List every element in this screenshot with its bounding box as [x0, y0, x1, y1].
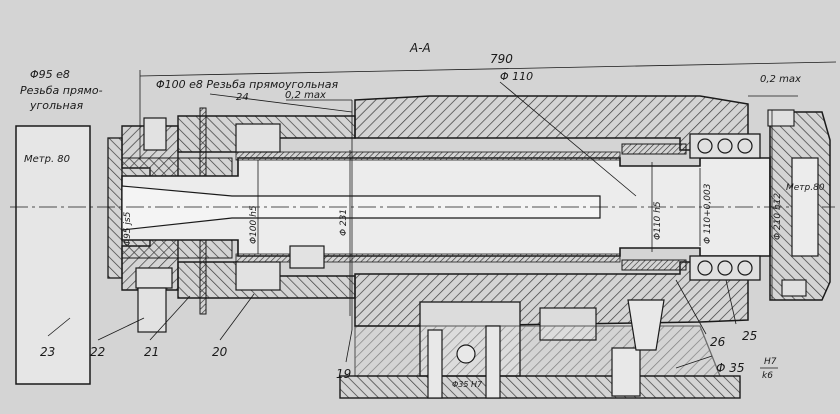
callout-21: 21: [144, 345, 159, 359]
left-annotation-1: Φ95 е8: [30, 68, 70, 81]
section-label: А-А: [409, 41, 431, 55]
dim-phi-110-h5: Φ110 h5: [653, 201, 663, 240]
dim-phi-100: Φ100 h5: [249, 205, 259, 244]
leader-lines: [47, 279, 737, 369]
dimension-lines: [139, 61, 837, 330]
dim-phi-95: Φ95 js5: [123, 211, 133, 246]
phi35-small: Φ35 Н7: [452, 380, 483, 389]
base-bolts: [427, 299, 665, 399]
runout-right: 0,2 max: [760, 74, 801, 85]
rear-bearing-pack: [621, 133, 761, 281]
runout-left: 0,2 max: [285, 90, 326, 101]
callout-25: 25: [742, 329, 757, 343]
phi-110-top: Φ 110: [500, 70, 533, 83]
front-bolts: [135, 117, 325, 333]
left-workpiece-block: [15, 125, 91, 385]
left-annotation-3: угольная: [29, 99, 83, 112]
dim-phi-110-tol: Φ 110+0,003: [703, 183, 713, 244]
dimension-24: 24: [236, 92, 249, 103]
callout-19: 19: [336, 367, 351, 381]
metr-right: Метр.80: [786, 183, 825, 193]
phi35-num: Н7: [764, 357, 777, 367]
callout-26: 26: [710, 335, 726, 349]
metr-left: Метр. 80: [24, 154, 70, 165]
phi35-main: Φ 35: [716, 361, 745, 375]
rear-cover: [767, 109, 831, 301]
left-annotation-2: Резьба прямо-: [20, 84, 103, 97]
overall-length: 790: [490, 52, 513, 66]
top-thread-label: Φ100 е8 Резьба прямоугольная: [156, 78, 338, 91]
dim-phi-210: Φ 210 b12: [773, 193, 783, 240]
phi35-den: k6: [762, 371, 773, 381]
dim-phi-231: Φ 231: [339, 209, 349, 236]
callout-23: 23: [40, 345, 55, 359]
callout-20: 20: [212, 345, 228, 359]
callout-22: 22: [90, 345, 105, 359]
